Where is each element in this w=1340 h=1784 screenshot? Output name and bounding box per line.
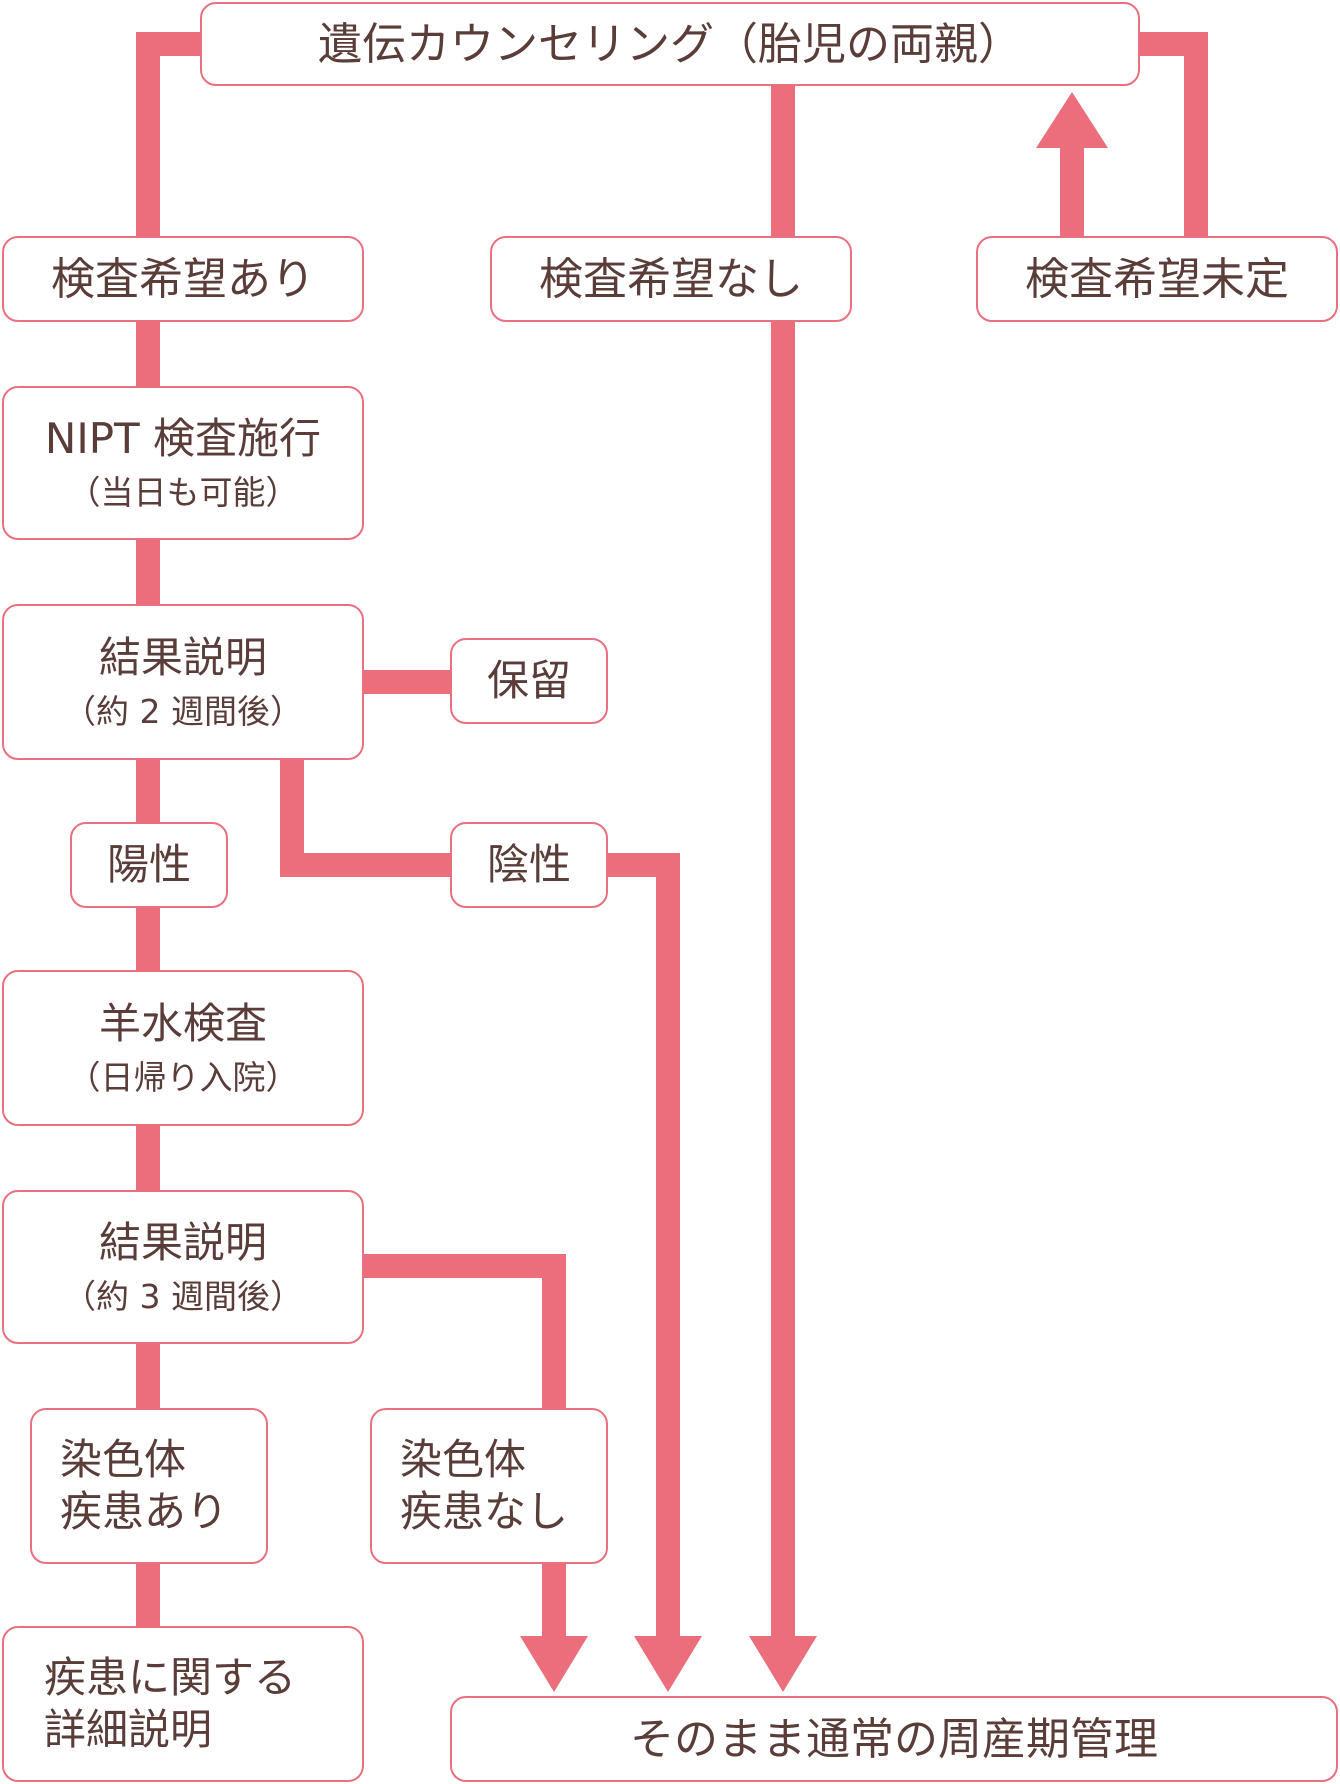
- nipt-note: （当日も可能）: [67, 472, 299, 512]
- amnio-label: 羊水検査: [98, 999, 267, 1049]
- result1-label: 結果説明: [98, 633, 267, 683]
- want-test-label: 検査希望あり: [51, 253, 315, 305]
- connector-lines: [136, 32, 1208, 1640]
- undecided-label: 検査希望未定: [1025, 253, 1289, 305]
- positive-box: 陽性: [70, 822, 228, 908]
- hold-box: 保留: [450, 638, 608, 724]
- counseling-box: 遺伝カウンセリング（胎児の両親）: [200, 2, 1140, 86]
- nipt-label: NIPT 検査施行: [44, 414, 322, 464]
- disease-yes-box: 染色体 疾患あり: [30, 1408, 268, 1564]
- normal-care-label: そのまま通常の周産期管理: [630, 1713, 1158, 1765]
- positive-label: 陽性: [106, 839, 191, 889]
- disease-no-line1: 染色体: [400, 1434, 527, 1484]
- arrowhead-down-negative: [634, 1636, 702, 1692]
- negative-box: 陰性: [450, 822, 608, 908]
- arrowhead-down-disease-no: [520, 1636, 588, 1692]
- disease-no-box: 染色体 疾患なし: [370, 1408, 608, 1564]
- line-counseling-to-want-test: [136, 32, 200, 240]
- amnio-note: （日帰り入院）: [67, 1057, 299, 1097]
- no-test-label: 検査希望なし: [539, 253, 803, 305]
- normal-care-box: そのまま通常の周産期管理: [450, 1696, 1338, 1782]
- line-negative-to-normal-care: [606, 853, 680, 1640]
- detail-line2: 詳細説明: [44, 1705, 213, 1754]
- disease-no-line2: 疾患なし: [400, 1487, 569, 1536]
- no-test-box: 検査希望なし: [490, 236, 852, 322]
- result2-box: 結果説明 （約 3 週間後）: [2, 1190, 364, 1344]
- counseling-label: 遺伝カウンセリング（胎児の両親）: [318, 18, 1022, 70]
- undecided-box: 検査希望未定: [976, 236, 1338, 322]
- detail-line1: 疾患に関する: [44, 1652, 297, 1702]
- nipt-box: NIPT 検査施行 （当日も可能）: [2, 386, 364, 540]
- disease-yes-line2: 疾患あり: [60, 1487, 229, 1536]
- result2-note: （約 3 週間後）: [63, 1276, 303, 1316]
- line-result2-to-disease-no: [362, 1254, 566, 1408]
- arrowhead-up-counseling: [1036, 92, 1108, 148]
- arrowheads: [520, 92, 1108, 1692]
- amnio-box: 羊水検査 （日帰り入院）: [2, 970, 364, 1126]
- detail-box: 疾患に関する 詳細説明: [2, 1626, 364, 1782]
- negative-label: 陰性: [486, 839, 571, 889]
- line-undecided-to-counseling: [1140, 32, 1208, 240]
- line-result1-to-negative: [280, 760, 452, 877]
- disease-yes-line1: 染色体: [60, 1434, 187, 1484]
- want-test-box: 検査希望あり: [2, 236, 364, 322]
- result1-note: （約 2 週間後）: [63, 691, 303, 731]
- arrowhead-down-no-test: [749, 1636, 817, 1692]
- result1-box: 結果説明 （約 2 週間後）: [2, 604, 364, 760]
- hold-label: 保留: [486, 655, 571, 705]
- result2-label: 結果説明: [98, 1218, 267, 1268]
